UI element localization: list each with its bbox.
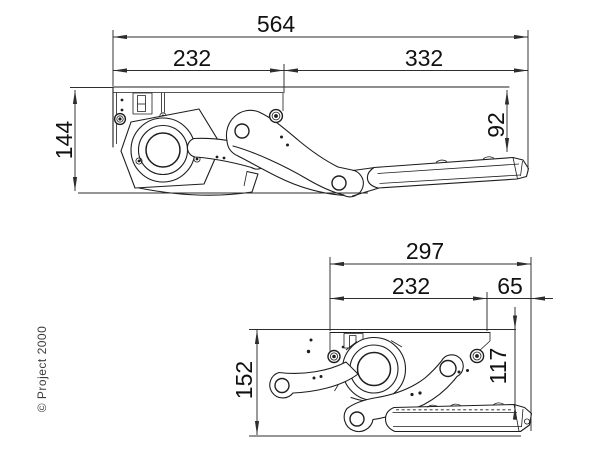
link-arm-folded [269,361,359,399]
extended-step-drawing [112,86,530,198]
dim-total-depth: 297 [330,238,531,267]
pivot-hole [274,377,290,394]
bracket-bolt-right [457,348,485,374]
dim-label-65: 65 [497,273,523,299]
dim-tread-offset-extended: 92 [483,90,510,152]
step-tread-folded [384,402,533,433]
dim-label-232-top: 232 [173,45,211,71]
bracket-slot [132,92,153,115]
dim-total-length: 564 [113,11,528,40]
dim-mount-width: 232 [113,45,284,73]
pivot-hole [331,175,347,191]
dim-label-92: 92 [483,112,509,138]
dim-label-144: 144 [51,121,77,160]
dim-overall-height-folded: 152 [231,330,260,435]
dim-label-564: 564 [257,11,296,37]
folded-step-drawing [269,331,533,433]
step-tread [366,156,530,189]
swing-arm [225,108,380,198]
tread-foot-bump [435,156,495,163]
dim-label-232-bottom: 232 [392,273,430,299]
dim-overhang: 65 [487,273,545,301]
tread-foot-bump [426,402,504,408]
dim-label-297: 297 [406,238,444,264]
folded-view-dimensions: 297 232 65 152 117 [231,238,553,437]
swing-arm-folded [343,354,464,433]
pivot-hole [234,123,250,139]
dim-tread-reach: 332 [284,45,528,73]
dim-overall-height-extended: 144 [51,90,78,191]
extended-view-dimensions: 564 232 332 144 92 [51,11,529,194]
dim-label-152: 152 [231,361,257,399]
copyright-text: © Project 2000 [35,326,49,413]
dim-label-332: 332 [405,45,443,71]
dim-label-117: 117 [485,348,511,385]
pivot-hole [439,359,457,378]
gear-motor-housing [120,108,259,196]
dim-mount-width-folded: 232 [330,273,487,301]
pivot-hole [349,411,365,427]
dim-tread-offset-folded: 117 [485,315,518,420]
mounting-bracket [112,86,510,148]
